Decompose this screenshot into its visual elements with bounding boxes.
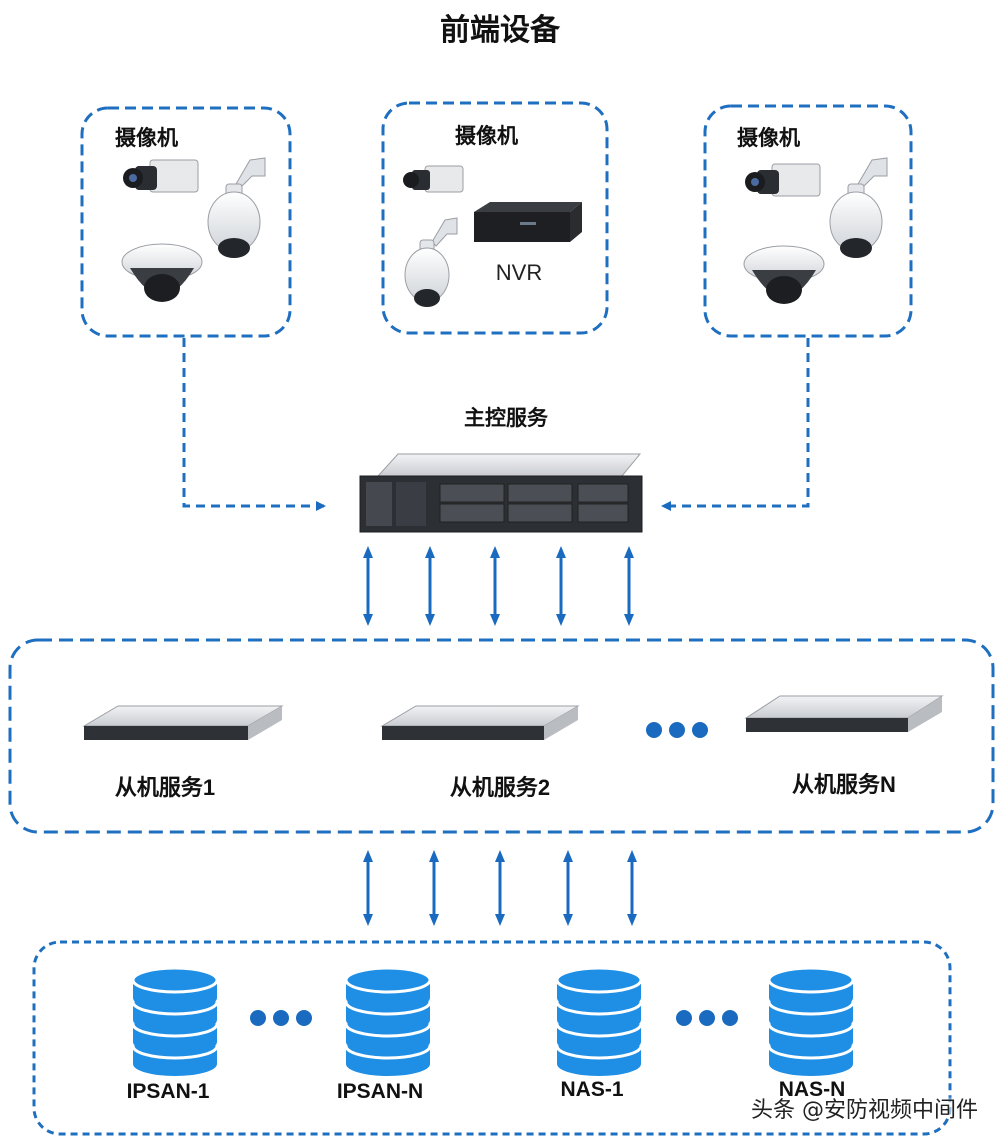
ellipsis-dots [646, 722, 708, 738]
front-group-3: 摄像机 [703, 104, 913, 338]
database-icon-ipsan-n [344, 966, 432, 1076]
front-group-3-label: 摄像机 [737, 126, 800, 150]
master-label: 主控服务 [464, 406, 549, 430]
storage-label-ipsan-n: IPSAN-N [337, 1080, 423, 1103]
storage-group: IPSAN-1 IPSAN-N NAS-1 NAS-N [32, 940, 952, 1136]
master-server-icon [359, 453, 643, 533]
ptz-camera-icon [404, 217, 458, 307]
ptz-camera-icon [207, 157, 266, 258]
slave-n-label: 从机服务N [792, 772, 896, 797]
watermark-text: 头条 @安防视频中间件 [751, 1098, 978, 1123]
diagram-title: 前端设备 [440, 13, 561, 47]
slave-server-1-icon [82, 705, 284, 740]
dome-camera-icon [121, 243, 203, 302]
slave-storage-arrows [363, 850, 637, 926]
front-group-2-label: 摄像机 [455, 124, 518, 148]
database-layer-cap [767, 966, 855, 994]
database-layer-cap [131, 966, 219, 994]
front-group-1: 摄像机 [80, 106, 292, 338]
nvr-label: NVR [496, 260, 542, 285]
storage-label-ipsan-1: IPSAN-1 [127, 1080, 210, 1103]
database-icon-nas-n [767, 966, 855, 1076]
slave-1-label: 从机服务1 [115, 775, 215, 800]
database-layer-cap [555, 966, 643, 994]
box-camera-icon [123, 159, 199, 193]
front-group-1-label: 摄像机 [115, 126, 178, 150]
storage-label-nas-1: NAS-1 [560, 1078, 623, 1101]
left-connector [182, 338, 326, 511]
box-camera-icon [745, 163, 821, 197]
nvr-device-icon [474, 202, 582, 242]
ellipsis-dots [250, 1010, 312, 1026]
storage-label-nas-n: NAS-N [779, 1078, 846, 1101]
dome-camera-icon [743, 245, 825, 304]
database-icon-ipsan-1 [131, 966, 219, 1076]
database-layer-cap [344, 966, 432, 994]
right-connector [661, 338, 810, 511]
slave-server-n-icon [744, 695, 944, 732]
box-camera-icon [403, 165, 464, 193]
master-slave-arrows [363, 546, 634, 626]
front-group-2: 摄像机 NVR [381, 101, 609, 335]
slave-group: 从机服务1 从机服务2 从机服务N [8, 638, 995, 834]
ptz-camera-icon [829, 157, 888, 258]
database-icon-nas-1 [555, 966, 643, 1076]
slave-2-label: 从机服务2 [450, 775, 550, 800]
ellipsis-dots [676, 1010, 738, 1026]
slave-server-2-icon [380, 705, 580, 740]
